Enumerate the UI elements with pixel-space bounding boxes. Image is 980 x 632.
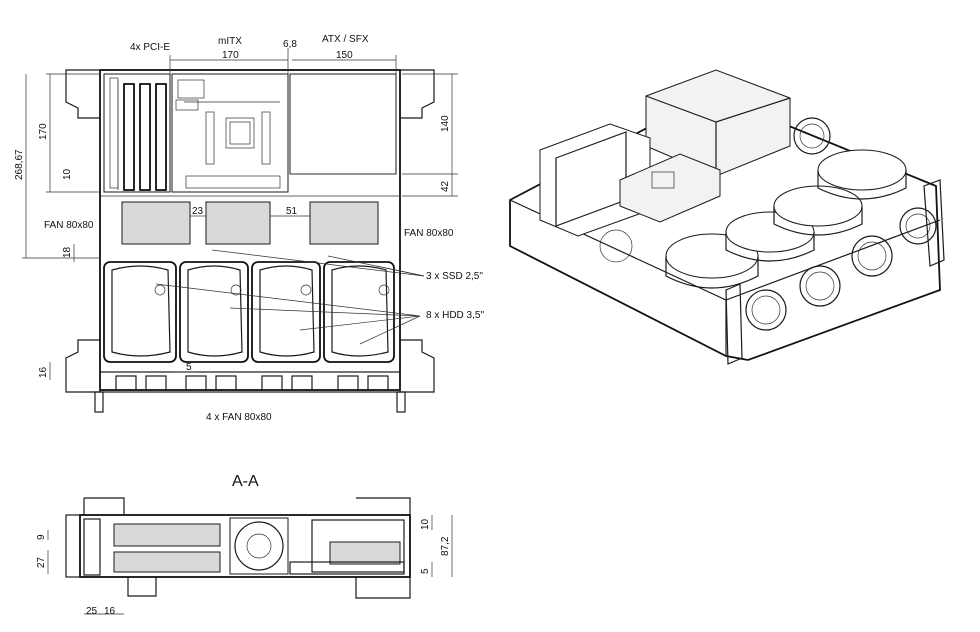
top-view: [22, 48, 458, 413]
label-pcie: 4x PCI-E: [130, 42, 170, 53]
front-fans: [99, 371, 401, 393]
left-rack-ear-bottom: [65, 339, 100, 393]
dim-150: 150: [336, 50, 353, 61]
section-a-a: [47, 497, 453, 615]
chassis-outline: [99, 69, 401, 391]
drive-bays: [103, 261, 395, 363]
dim-140: 140: [440, 115, 451, 132]
dim-170-top: 170: [222, 50, 239, 61]
fan-bracket-right: [309, 201, 379, 245]
dim-5-right: 5: [420, 568, 431, 574]
psu-bay: [289, 73, 397, 175]
dim-25: 25: [86, 606, 98, 617]
label-fan-left: FAN 80x80: [44, 220, 94, 231]
label-atx-sfx: ATX / SFX: [322, 34, 369, 45]
dim-18: 18: [62, 246, 73, 258]
fan-bracket-middle: [205, 201, 271, 245]
left-rack-ear-top: [65, 69, 100, 119]
dim-10-left: 10: [62, 168, 73, 180]
dim-10-right: 10: [420, 518, 431, 530]
dim-51: 51: [286, 206, 298, 217]
section-title: A-A: [232, 473, 259, 490]
label-mitx: mITX: [218, 36, 242, 47]
dim-27: 27: [36, 556, 47, 568]
dim-16-bottom: 16: [104, 606, 116, 617]
isometric-view: [509, 69, 945, 365]
dim-9: 9: [36, 534, 47, 540]
fan-bracket-left: [121, 201, 191, 245]
dim-268: 268,67: [14, 149, 25, 180]
label-fan-right: FAN 80x80: [404, 228, 454, 239]
dim-170-left: 170: [38, 123, 49, 140]
right-rack-ear-top: [400, 69, 435, 119]
dim-16-left: 16: [38, 366, 49, 378]
label-ssd: 3 x SSD 2,5": [426, 271, 483, 282]
dim-6-8: 6,8: [283, 39, 297, 50]
label-front-fans: 4 x FAN 80x80: [206, 412, 272, 423]
mitx-board: [171, 73, 289, 193]
dim-23: 23: [192, 206, 204, 217]
dim-42: 42: [440, 180, 451, 192]
label-hdd: 8 x HDD 3,5": [426, 310, 484, 321]
right-rack-ear-bottom: [400, 339, 435, 393]
left-foot: [94, 391, 104, 413]
dim-5: 5: [186, 362, 192, 373]
right-foot: [396, 391, 406, 413]
dim-87: 87,2: [440, 536, 451, 556]
pcie-cards: [103, 73, 171, 193]
